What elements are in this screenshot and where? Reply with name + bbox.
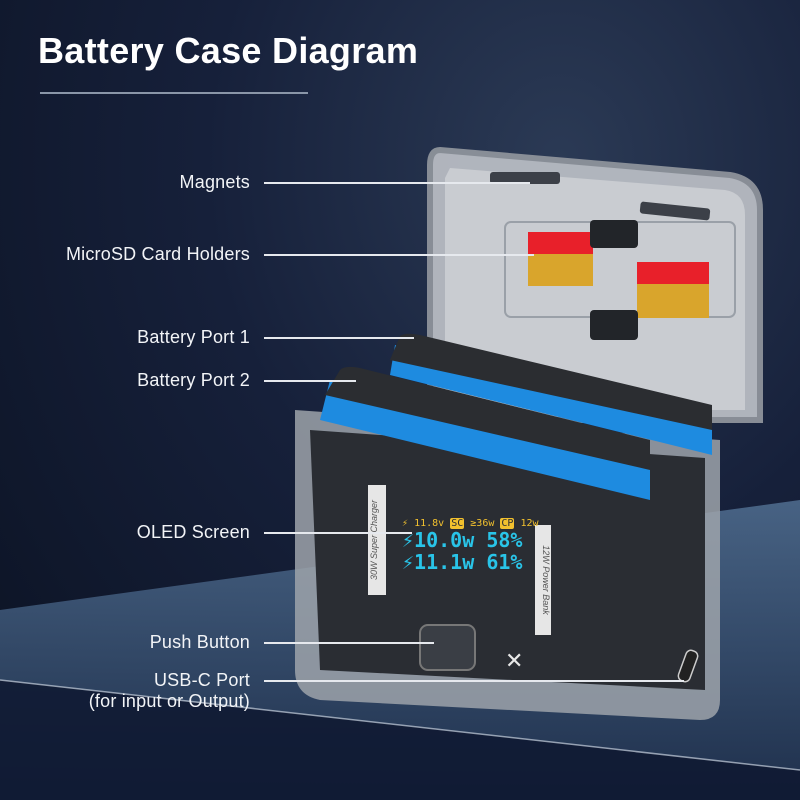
oled-row2-power: 11.1w [414,550,475,574]
leader-line-push-button [264,642,434,644]
magnet-right [639,201,711,221]
callout-usb-c-sublabel: (for input or Output) [88,691,250,711]
magnet-left [490,172,560,184]
oled-row1-power: 10.0w [414,528,475,552]
cp-value: 12w [520,518,539,529]
microsd-card-left [528,232,593,286]
leader-line-magnets [264,182,530,184]
cp-badge: CP [500,518,515,529]
sc-value: ≥36w [470,518,495,529]
case-lid [427,146,763,423]
leader-line-usb-c [264,680,684,682]
callout-push-button: Push Button [149,632,250,652]
callout-usb-c-label: USB-C Port [153,670,250,690]
sc-badge: SC [450,518,465,529]
leader-line-battery-port-1 [264,337,414,339]
leader-line-microsd [264,254,534,256]
bolt-icon: ⚡ [402,550,415,574]
callout-battery-port-1: Battery Port 1 [137,327,250,347]
oled-screen: ⚡ 11.8v SC ≥36w CP 12w ⚡10.0w 58% ⚡11.1w… [402,518,539,618]
side-label-left-text: 30W Super Charger [369,499,379,580]
side-label-right-text: 12W Power Bank [541,545,551,615]
oled-row1-percent: 58% [486,528,523,552]
bolt-icon: ⚡ [402,518,409,529]
title-underline [40,92,308,94]
callout-microsd: MicroSD Card Holders [65,244,250,264]
oled-voltage: 11.8v [414,518,445,529]
callout-battery-port-2: Battery Port 2 [137,370,250,390]
side-label-left [368,485,386,595]
callout-oled: OLED Screen [136,522,250,542]
battery-2 [320,366,650,500]
bolt-icon: ⚡ [402,528,415,552]
push-button [419,624,476,671]
microsd-card-right [637,262,709,318]
leader-line-battery-port-2 [264,380,356,382]
callout-magnets: Magnets [179,172,250,192]
leader-line-oled [264,532,412,534]
logo-icon: ✕ [505,648,523,673]
oled-row2-percent: 61% [486,550,523,574]
battery-1 [390,333,712,455]
side-label-right [535,525,551,635]
callout-usb-c: USB-C Port (for input or Output) [0,670,250,712]
page-title: Battery Case Diagram [38,30,419,71]
